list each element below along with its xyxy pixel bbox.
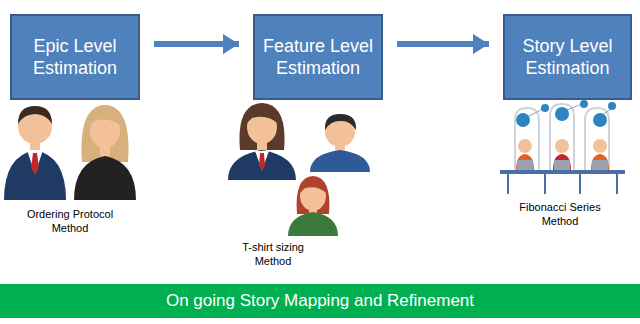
footer-band: On going Story Mapping and Refinement xyxy=(0,284,640,318)
box-title: Story Level Estimation xyxy=(511,35,624,80)
process-box: Feature Level Estimation xyxy=(253,14,383,100)
flow-arrow xyxy=(154,41,239,47)
woman-figure xyxy=(228,103,296,180)
process-box: Epic Level Estimation xyxy=(10,14,140,100)
box-title: Epic Level Estimation xyxy=(18,35,132,80)
woman-figure xyxy=(74,105,136,200)
box-title: Feature Level Estimation xyxy=(261,35,375,80)
band-text: On going Story Mapping and Refinement xyxy=(166,291,474,311)
method-label: Fibonacci Series Method xyxy=(505,200,615,229)
method-label: T-shirt sizing Method xyxy=(228,240,318,269)
woman-figure xyxy=(288,176,338,236)
method-label: Ordering Protocol Method xyxy=(15,207,125,236)
team-illustration xyxy=(500,100,625,194)
boy-figure xyxy=(310,114,370,172)
flow-arrow xyxy=(397,41,489,47)
man-figure xyxy=(4,106,66,200)
process-box: Story Level Estimation xyxy=(503,14,632,100)
